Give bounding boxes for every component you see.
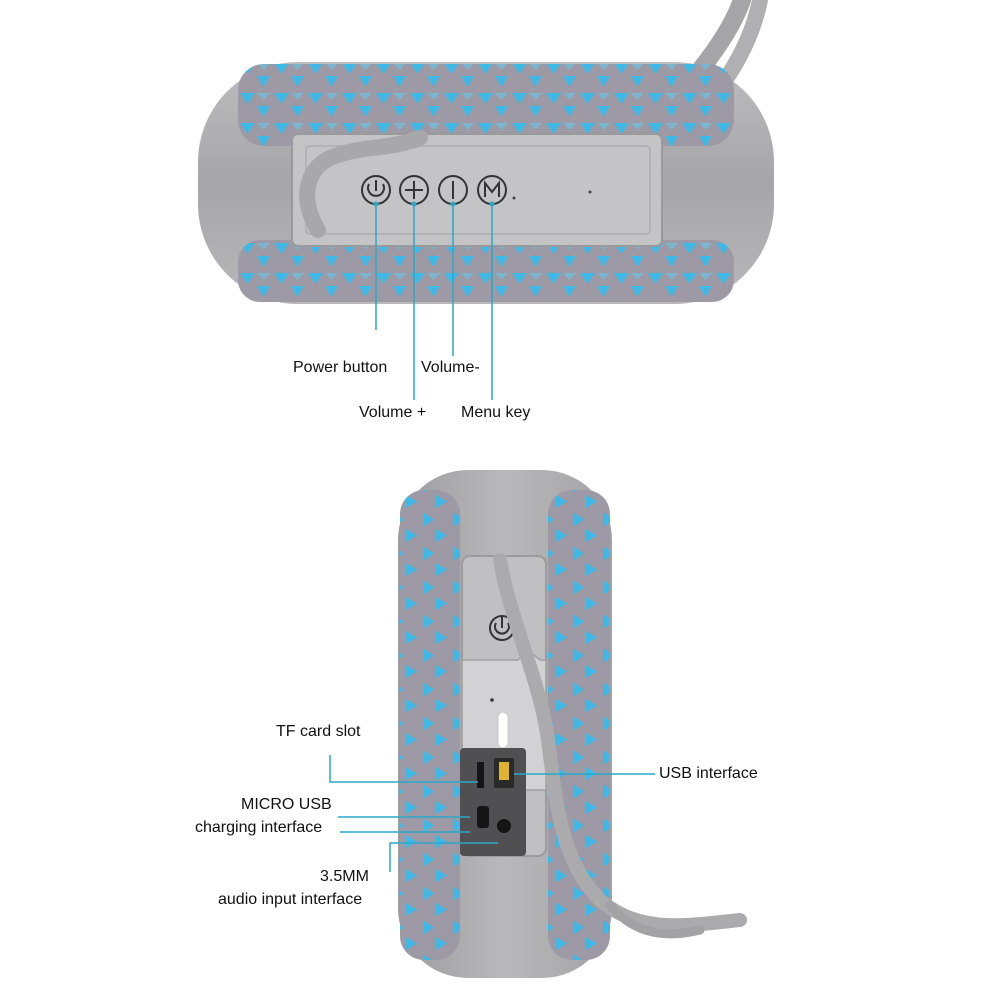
label-volume-minus: Volume- xyxy=(421,359,480,376)
fabric-top xyxy=(238,64,734,146)
port-area xyxy=(460,748,526,856)
label-aux-line1: 3.5MM xyxy=(320,868,369,885)
callout-line-aux xyxy=(389,842,498,872)
top-speaker xyxy=(198,0,774,400)
fabric-left xyxy=(400,490,460,960)
led-light xyxy=(497,711,509,749)
label-tf-card-slot: TF card slot xyxy=(276,723,361,740)
label-power-button: Power button xyxy=(293,359,388,376)
led-dot xyxy=(490,698,494,702)
tf-card-slot xyxy=(477,762,484,788)
side-strap xyxy=(493,553,747,933)
label-aux-line2: audio input interface xyxy=(218,891,363,908)
aux-jack xyxy=(497,819,511,833)
indicator-dot xyxy=(512,196,516,200)
fabric-bottom xyxy=(238,240,734,302)
label-volume-plus: Volume + xyxy=(359,404,427,421)
usb-port-icon xyxy=(494,758,514,788)
strap-over-panel xyxy=(299,130,428,238)
mic-hole xyxy=(588,190,592,194)
label-micro-usb-line2: charging interface xyxy=(195,819,323,836)
fabric-right xyxy=(548,490,610,960)
micro-usb-port xyxy=(477,806,489,828)
label-menu-key: Menu key xyxy=(461,404,531,421)
callout-line-tf xyxy=(329,755,478,783)
label-usb-interface: USB interface xyxy=(659,765,758,782)
label-micro-usb-line1: MICRO USB xyxy=(241,796,332,813)
side-speaker xyxy=(329,470,747,978)
